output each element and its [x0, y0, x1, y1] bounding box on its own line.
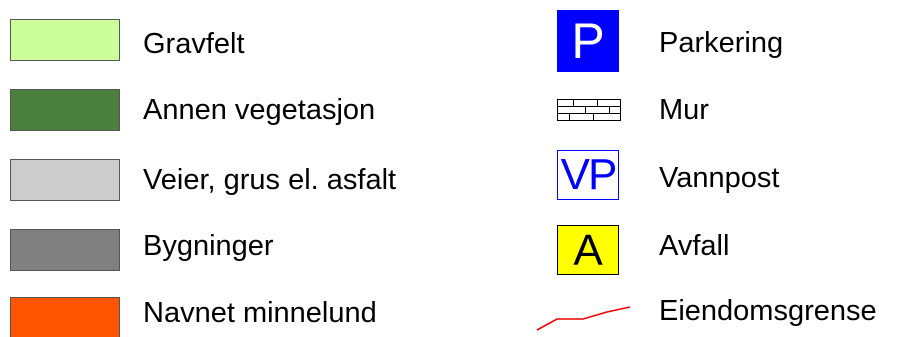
veier-swatch: [10, 159, 120, 201]
gravfelt-label: Gravfelt: [143, 28, 245, 60]
water-post-icon: VP: [557, 150, 619, 200]
bygninger-label: Bygninger: [143, 230, 274, 262]
gravfelt-swatch: [10, 19, 120, 61]
parking-icon: P: [557, 10, 619, 72]
navnet-minnelund-swatch: [10, 297, 120, 337]
wall-icon: [557, 99, 621, 121]
property-boundary-icon: [536, 306, 631, 331]
avfall-label: Avfall: [659, 230, 730, 262]
annen-vegetasjon-label: Annen vegetasjon: [143, 94, 376, 126]
bygninger-swatch: [10, 229, 120, 271]
navnet-minnelund-label: Navnet minnelund: [143, 297, 377, 329]
eiendomsgrense-label: Eiendomsgrense: [659, 295, 877, 327]
mur-label: Mur: [659, 94, 709, 126]
annen-vegetasjon-swatch: [10, 89, 120, 131]
vannpost-label: Vannpost: [659, 162, 780, 194]
parkering-label: Parkering: [659, 27, 784, 59]
veier-label: Veier, grus el. asfalt: [143, 164, 397, 196]
waste-icon: A: [557, 225, 619, 275]
